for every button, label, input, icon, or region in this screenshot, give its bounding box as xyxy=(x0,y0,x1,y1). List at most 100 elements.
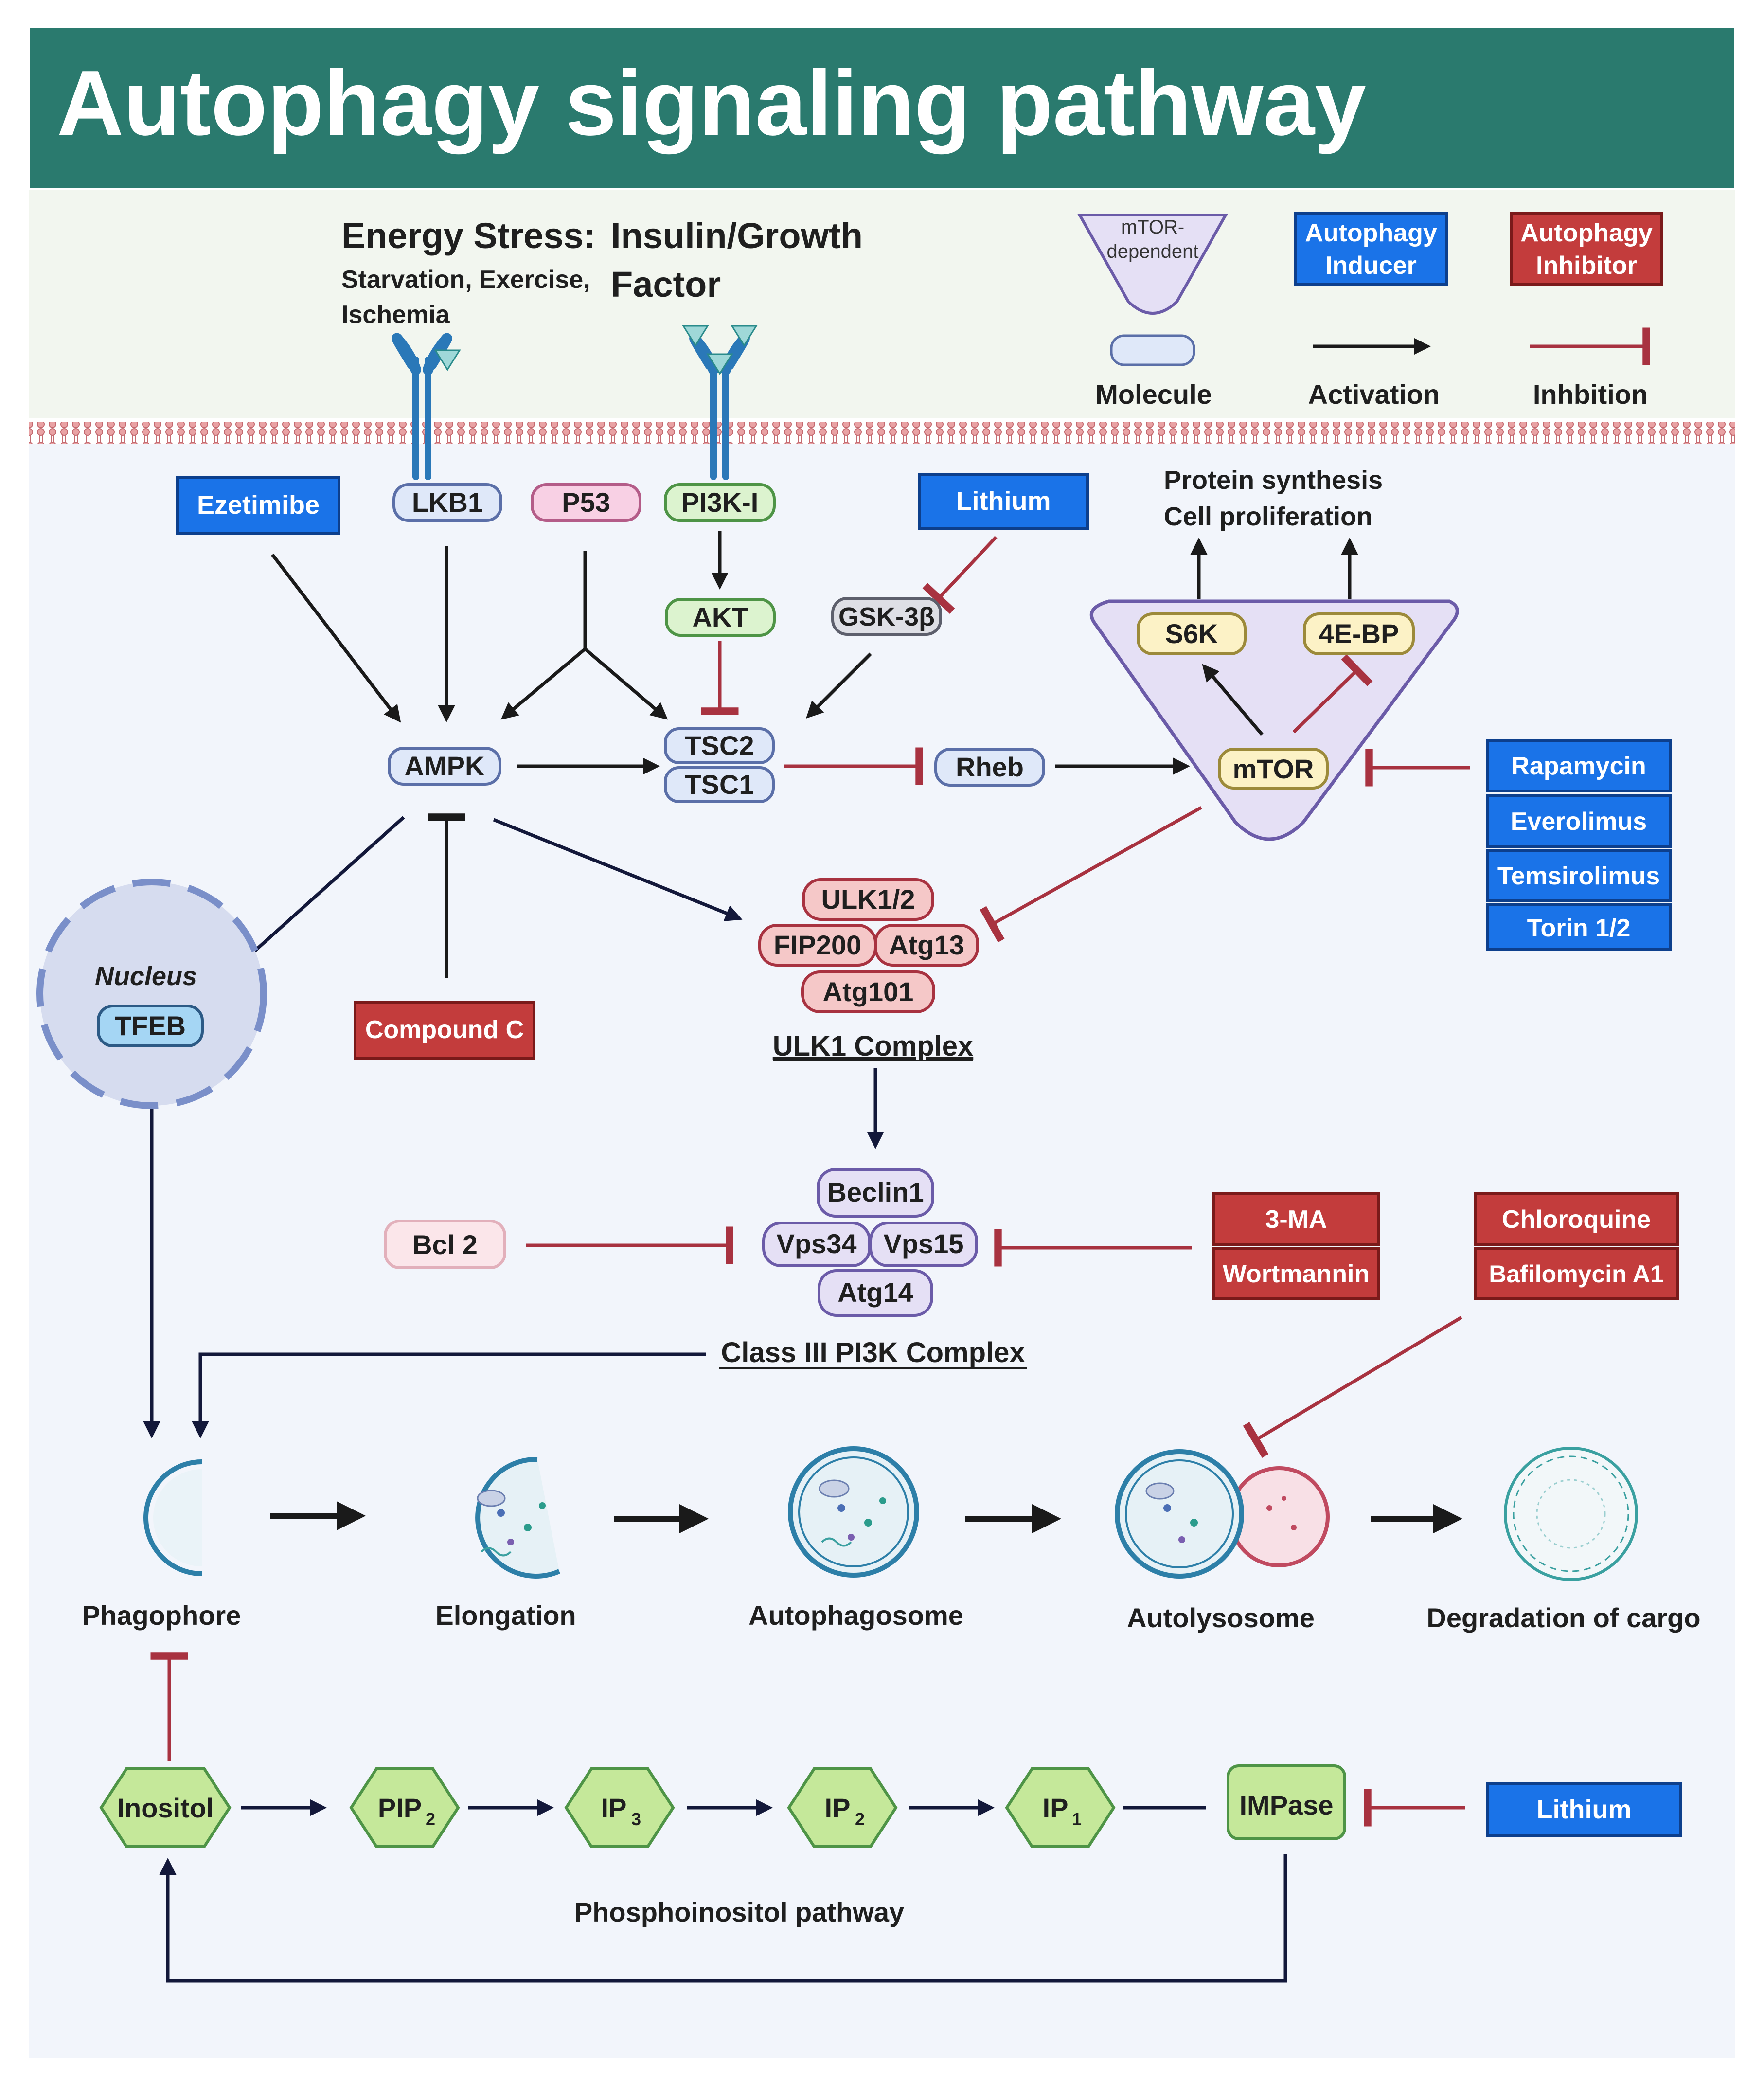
elongation-icon xyxy=(475,1456,560,1579)
lkb1-node: LKB1 xyxy=(392,483,502,522)
atg14-node: Atg14 xyxy=(818,1269,933,1317)
svg-text:Chloroquine: Chloroquine xyxy=(1502,1205,1651,1234)
bcl2-node: Bcl 2 xyxy=(384,1220,506,1269)
molecules: LKB1 P53 PI3K-I AKT GSK-3β AMPK TSC2 TSC… xyxy=(97,483,1415,1317)
svg-text:S6K: S6K xyxy=(1165,618,1218,649)
bafilomycin-box: Bafilomycin A1 xyxy=(1474,1247,1679,1300)
svg-text:LKB1: LKB1 xyxy=(412,487,483,518)
svg-text:Inositol: Inositol xyxy=(117,1793,214,1823)
autolysosome-icon xyxy=(1115,1449,1330,1579)
autophagosome-icon xyxy=(788,1446,919,1578)
page-title: Autophagy signaling pathway xyxy=(57,52,1366,155)
class-iii-pi3k-complex-label: Class III PI3K Complex xyxy=(721,1337,1025,1368)
extracellular-area xyxy=(29,190,1735,418)
svg-text:mTOR: mTOR xyxy=(1233,754,1314,784)
svg-text:Autophagy: Autophagy xyxy=(1520,219,1653,247)
vps15-node: Vps15 xyxy=(869,1222,978,1267)
svg-text:FIP200: FIP200 xyxy=(774,930,862,960)
ip2-node: IP 2 xyxy=(787,1767,898,1848)
tfeb-node: TFEB xyxy=(97,1005,204,1047)
ampk-node: AMPK xyxy=(388,747,501,786)
svg-text:TFEB: TFEB xyxy=(115,1010,186,1041)
svg-text:IP: IP xyxy=(1043,1793,1069,1823)
cell-proliferation-label: Cell proliferation xyxy=(1164,502,1372,531)
everolimus-box: Everolimus xyxy=(1486,794,1672,848)
svg-text:IP: IP xyxy=(825,1793,851,1823)
phosphoinositol-nodes: Inositol PIP 2 IP 3 IP 2 IP 1 xyxy=(99,1764,1346,1848)
pip2-node: PIP 2 xyxy=(349,1767,460,1848)
svg-text:Phagophore: Phagophore xyxy=(82,1600,241,1631)
ip3-node: IP 3 xyxy=(564,1767,675,1848)
svg-text:PIP: PIP xyxy=(378,1793,422,1823)
svg-text:4E-BP: 4E-BP xyxy=(1319,618,1399,649)
svg-text:Temsirolimus: Temsirolimus xyxy=(1497,862,1660,890)
lithium-bottom-box: Lithium xyxy=(1486,1782,1682,1837)
svg-text:dependent: dependent xyxy=(1106,241,1198,262)
svg-text:Everolimus: Everolimus xyxy=(1511,808,1647,836)
svg-text:Atg14: Atg14 xyxy=(837,1277,913,1308)
legend-molecule-icon xyxy=(1110,334,1195,366)
svg-text:Bafilomycin A1: Bafilomycin A1 xyxy=(1489,1260,1663,1288)
p53-node: P53 xyxy=(531,483,641,522)
torin-box: Torin 1/2 xyxy=(1486,903,1672,951)
legend-inducer-box xyxy=(1294,212,1448,286)
svg-text:Vps15: Vps15 xyxy=(884,1228,964,1259)
impase-node: IMPase xyxy=(1227,1764,1346,1840)
svg-text:Atg13: Atg13 xyxy=(889,930,964,960)
phosphoinositol-pathway-label: Phosphoinositol pathway xyxy=(574,1897,904,1927)
svg-text:Autolysosome: Autolysosome xyxy=(1127,1602,1315,1633)
ezetimibe-box: Ezetimibe xyxy=(176,476,340,535)
svg-text:Degradation of cargo: Degradation of cargo xyxy=(1426,1602,1700,1633)
s6k-node: S6K xyxy=(1137,612,1247,655)
svg-text:Rapamycin: Rapamycin xyxy=(1511,752,1646,780)
fip200-node: FIP200 xyxy=(758,924,877,967)
atg13-node: Atg13 xyxy=(874,924,979,967)
stage-labels: Phagophore Elongation Autophagosome Auto… xyxy=(82,1600,1701,1633)
svg-text:mTOR-: mTOR- xyxy=(1121,216,1184,238)
rheb-node: Rheb xyxy=(934,748,1045,787)
lithium-top-box: Lithium xyxy=(918,473,1089,530)
energy-stress-label: Energy Stress: Starvation, Exercise, Isc… xyxy=(341,216,595,329)
svg-text:3-MA: 3-MA xyxy=(1265,1205,1327,1234)
svg-text:Inhbition: Inhbition xyxy=(1533,379,1648,410)
svg-text:IMPase: IMPase xyxy=(1240,1790,1334,1820)
svg-text:Torin 1/2: Torin 1/2 xyxy=(1527,914,1631,942)
atg101-node: Atg101 xyxy=(801,970,935,1013)
tsc2-node: TSC2 xyxy=(664,727,775,764)
svg-text:Rheb: Rheb xyxy=(956,752,1024,782)
pi3k-node: PI3K-I xyxy=(664,483,776,522)
inositol-node: Inositol xyxy=(99,1767,232,1848)
akt-node: AKT xyxy=(665,598,776,637)
svg-text:P53: P53 xyxy=(562,487,610,518)
ip1-node: IP 1 xyxy=(1005,1767,1116,1848)
svg-text:Inducer: Inducer xyxy=(1325,252,1417,280)
svg-text:Lithium: Lithium xyxy=(1537,1795,1632,1824)
temsirolimus-box: Temsirolimus xyxy=(1486,849,1672,902)
degradation-icon xyxy=(1504,1447,1638,1581)
tsc1-node: TSC1 xyxy=(664,766,775,803)
svg-text:IP: IP xyxy=(601,1793,627,1823)
svg-text:Starvation, Exercise,: Starvation, Exercise, xyxy=(341,266,590,294)
svg-text:Atg101: Atg101 xyxy=(823,976,914,1007)
phagophore-icon xyxy=(143,1459,202,1576)
svg-text:1: 1 xyxy=(1072,1809,1082,1829)
three-ma-box: 3-MA xyxy=(1212,1192,1380,1246)
legend-inhibitor-box xyxy=(1510,212,1663,286)
svg-text:Vps34: Vps34 xyxy=(777,1228,857,1259)
insulin-receptor-icon xyxy=(682,325,758,480)
svg-text:Compound C: Compound C xyxy=(365,1016,524,1044)
svg-text:Ezetimibe: Ezetimibe xyxy=(197,490,320,520)
4ebp-node: 4E-BP xyxy=(1303,612,1415,655)
svg-text:Ischemia: Ischemia xyxy=(341,301,450,329)
nucleus-label: Nucleus xyxy=(95,962,197,991)
svg-text:Autophagy: Autophagy xyxy=(1305,219,1437,247)
svg-text:Elongation: Elongation xyxy=(435,1600,576,1631)
title-bar: Autophagy signaling pathway xyxy=(30,28,1734,188)
gsk3b-node: GSK-3β xyxy=(831,597,942,636)
svg-text:Autophagosome: Autophagosome xyxy=(748,1600,963,1631)
svg-text:Energy Stress:: Energy Stress: xyxy=(341,216,595,256)
svg-text:2: 2 xyxy=(426,1809,435,1829)
legend-mtor-dependent-icon xyxy=(1077,214,1229,315)
